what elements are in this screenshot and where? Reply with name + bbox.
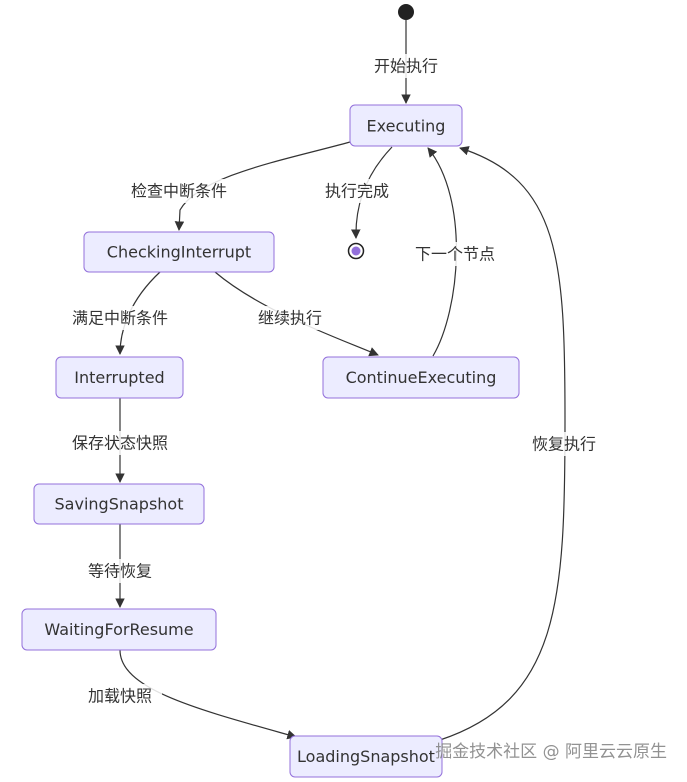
label-interrupted-to-saving-text: 保存状态快照	[72, 434, 168, 453]
label-continue-to-executing-text: 下一个节点	[415, 245, 495, 264]
label-executing-to-end-text: 执行完成	[325, 182, 389, 201]
label-checking-to-continue: 继续执行	[248, 306, 332, 330]
edge-waiting-to-loading	[119, 649, 297, 740]
state-continue-executing: ContinueExecuting	[322, 356, 520, 399]
state-checking-interrupt: CheckingInterrupt	[83, 231, 275, 273]
label-start-to-executing: 开始执行	[366, 54, 446, 78]
label-saving-to-waiting-text: 等待恢复	[88, 562, 152, 581]
end-state-marker	[347, 242, 365, 260]
state-saving-snapshot: SavingSnapshot	[33, 483, 205, 525]
state-continue-executing-label: ContinueExecuting	[346, 368, 497, 387]
edge-loading-to-executing	[439, 146, 566, 741]
state-waiting-for-resume: WaitingForResume	[21, 608, 217, 651]
state-executing: Executing	[349, 104, 463, 147]
label-checking-to-continue-text: 继续执行	[258, 309, 322, 328]
label-checking-to-interrupted: 满足中断条件	[59, 306, 181, 330]
state-waiting-for-resume-label: WaitingForResume	[44, 620, 193, 639]
state-checking-interrupt-label: CheckingInterrupt	[107, 243, 251, 262]
label-loading-to-executing-text: 恢复执行	[532, 435, 596, 454]
label-checking-to-interrupted-text: 满足中断条件	[72, 309, 168, 328]
label-waiting-to-loading-text: 加载快照	[88, 687, 152, 706]
state-loading-snapshot: LoadingSnapshot	[289, 735, 443, 778]
label-continue-to-executing: 下一个节点	[404, 242, 506, 266]
state-saving-snapshot-label: SavingSnapshot	[55, 495, 184, 514]
label-executing-to-end: 执行完成	[316, 179, 398, 203]
state-executing-label: Executing	[367, 117, 446, 136]
label-interrupted-to-saving: 保存状态快照	[58, 431, 182, 455]
label-executing-to-checking: 检查中断条件	[120, 179, 238, 203]
label-start-to-executing-text: 开始执行	[374, 57, 438, 76]
state-interrupted: Interrupted	[55, 356, 184, 399]
state-interrupted-label: Interrupted	[74, 368, 164, 387]
label-saving-to-waiting: 等待恢复	[78, 559, 162, 583]
state-loading-snapshot-label: LoadingSnapshot	[297, 747, 435, 766]
label-loading-to-executing: 恢复执行	[522, 432, 606, 456]
label-executing-to-checking-text: 检查中断条件	[131, 182, 227, 201]
edge-executing-to-checking	[174, 141, 351, 231]
label-waiting-to-loading: 加载快照	[78, 684, 162, 708]
start-state-dot	[398, 4, 414, 20]
